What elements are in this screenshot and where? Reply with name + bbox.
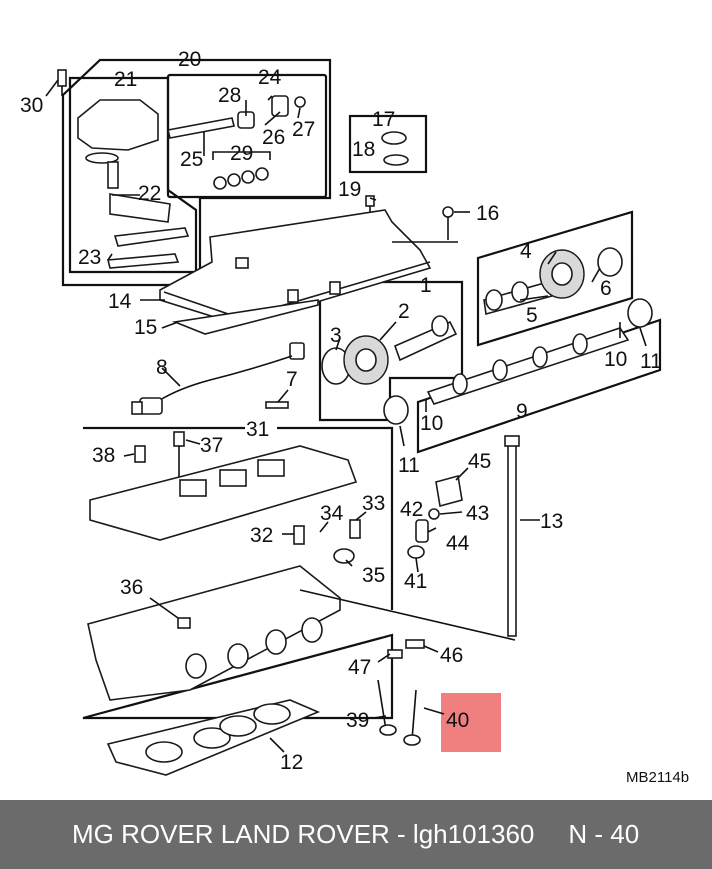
dowel-33 bbox=[349, 519, 361, 539]
oil-seal-11-upper bbox=[627, 298, 653, 328]
callout-39: 39 bbox=[346, 709, 369, 732]
callout-33: 33 bbox=[362, 492, 385, 515]
guide-47 bbox=[387, 649, 403, 659]
callout-11-lower: 11 bbox=[398, 454, 420, 477]
camshaft-carrier-31 bbox=[89, 445, 358, 541]
callout-24: 24 bbox=[258, 66, 282, 89]
bolt-16 bbox=[442, 206, 470, 240]
callout-12: 12 bbox=[280, 751, 303, 774]
callout-23: 23 bbox=[78, 246, 101, 269]
group-frame-20 bbox=[61, 58, 332, 287]
highlight-box-40 bbox=[441, 693, 501, 752]
valve-40 bbox=[403, 689, 421, 746]
valve-39 bbox=[377, 679, 397, 736]
callout-20: 20 bbox=[178, 48, 201, 71]
callout-26: 26 bbox=[262, 126, 285, 149]
callout-22: 22 bbox=[138, 182, 161, 205]
callout-15: 15 bbox=[134, 316, 157, 339]
exploded-parts-diagram: 1 2 3 4 5 6 7 8 9 10 10 11 11 12 13 14 1… bbox=[20, 48, 689, 786]
callout-9: 9 bbox=[516, 400, 528, 423]
seal-35 bbox=[333, 548, 355, 564]
footer-bar: MG ROVER LAND ROVER - lgh101360 N - 40 bbox=[0, 800, 712, 869]
group-frame-21 bbox=[68, 76, 198, 274]
callout-42: 42 bbox=[400, 498, 423, 521]
callout-1: 1 bbox=[420, 274, 432, 297]
camshaft-9 bbox=[426, 327, 630, 405]
callout-7: 7 bbox=[286, 368, 298, 391]
callout-30: 30 bbox=[20, 94, 43, 117]
guide-46 bbox=[405, 639, 425, 649]
bolt-19 bbox=[365, 195, 375, 212]
callout-17: 17 bbox=[372, 108, 395, 131]
callout-31: 31 bbox=[246, 418, 269, 441]
head-bolt-13 bbox=[504, 435, 520, 637]
leader-lines bbox=[45, 79, 647, 753]
footer-caption: MG ROVER LAND ROVER - lgh101360 bbox=[72, 819, 535, 849]
callout-21: 21 bbox=[114, 68, 137, 91]
group-frame-17 bbox=[348, 114, 428, 174]
callout-10-lower: 10 bbox=[420, 412, 443, 435]
callout-37: 37 bbox=[200, 434, 223, 457]
head-gasket-12 bbox=[106, 699, 321, 776]
callout-25: 25 bbox=[180, 148, 203, 171]
callout-11-upper: 11 bbox=[640, 350, 662, 373]
callout-45: 45 bbox=[468, 450, 491, 473]
callout-27: 27 bbox=[292, 118, 315, 141]
screw-30 bbox=[57, 69, 67, 96]
callout-5: 5 bbox=[526, 304, 538, 327]
actuator-21 bbox=[77, 99, 190, 269]
bolt-37 bbox=[173, 431, 185, 480]
callout-29: 29 bbox=[230, 142, 253, 165]
camshaft-cover-14 bbox=[159, 209, 458, 326]
callout-36: 36 bbox=[120, 576, 143, 599]
callout-18: 18 bbox=[352, 138, 375, 161]
group-frame-1 bbox=[318, 280, 464, 422]
callout-2: 2 bbox=[398, 300, 410, 323]
callout-47: 47 bbox=[348, 656, 371, 679]
callout-19: 19 bbox=[338, 178, 361, 201]
callout-40: 40 bbox=[446, 709, 469, 732]
callout-44: 44 bbox=[446, 532, 470, 555]
callout-10-upper: 10 bbox=[604, 348, 627, 371]
callout-46: 46 bbox=[440, 644, 463, 667]
valve-train-41-45 bbox=[407, 474, 463, 559]
callout-16: 16 bbox=[476, 202, 499, 225]
gasket-15 bbox=[171, 299, 319, 335]
callout-13: 13 bbox=[540, 510, 563, 533]
callout-34: 34 bbox=[320, 502, 344, 525]
oil-cap-18 bbox=[381, 131, 409, 166]
cylinder-head-36 bbox=[87, 565, 516, 701]
footer-position: N - 40 bbox=[568, 819, 640, 849]
oil-seal-11-lower bbox=[383, 395, 409, 425]
callout-4: 4 bbox=[520, 240, 532, 263]
callout-28: 28 bbox=[218, 84, 241, 107]
bolt-38 bbox=[134, 445, 146, 463]
sprocket-assembly-4-5-6 bbox=[483, 247, 623, 316]
callout-41: 41 bbox=[404, 570, 427, 593]
group-frame-4 bbox=[476, 210, 634, 347]
callout-32: 32 bbox=[250, 524, 273, 547]
callout-3: 3 bbox=[330, 324, 342, 347]
callout-43: 43 bbox=[466, 502, 489, 525]
callout-14: 14 bbox=[108, 290, 132, 313]
callout-6: 6 bbox=[600, 277, 612, 300]
dowel-32 bbox=[293, 525, 305, 545]
callout-8: 8 bbox=[156, 356, 168, 379]
reference-code: MB2114b bbox=[626, 769, 689, 786]
bolt-7 bbox=[265, 401, 289, 409]
callout-labels: 1 2 3 4 5 6 7 8 9 10 10 11 11 12 13 14 1… bbox=[20, 48, 689, 786]
callout-38: 38 bbox=[92, 444, 115, 467]
parts-24-set bbox=[167, 95, 306, 190]
callout-35: 35 bbox=[362, 564, 385, 587]
sprocket-assembly-2-3 bbox=[321, 315, 458, 385]
cable-8 bbox=[131, 342, 305, 415]
